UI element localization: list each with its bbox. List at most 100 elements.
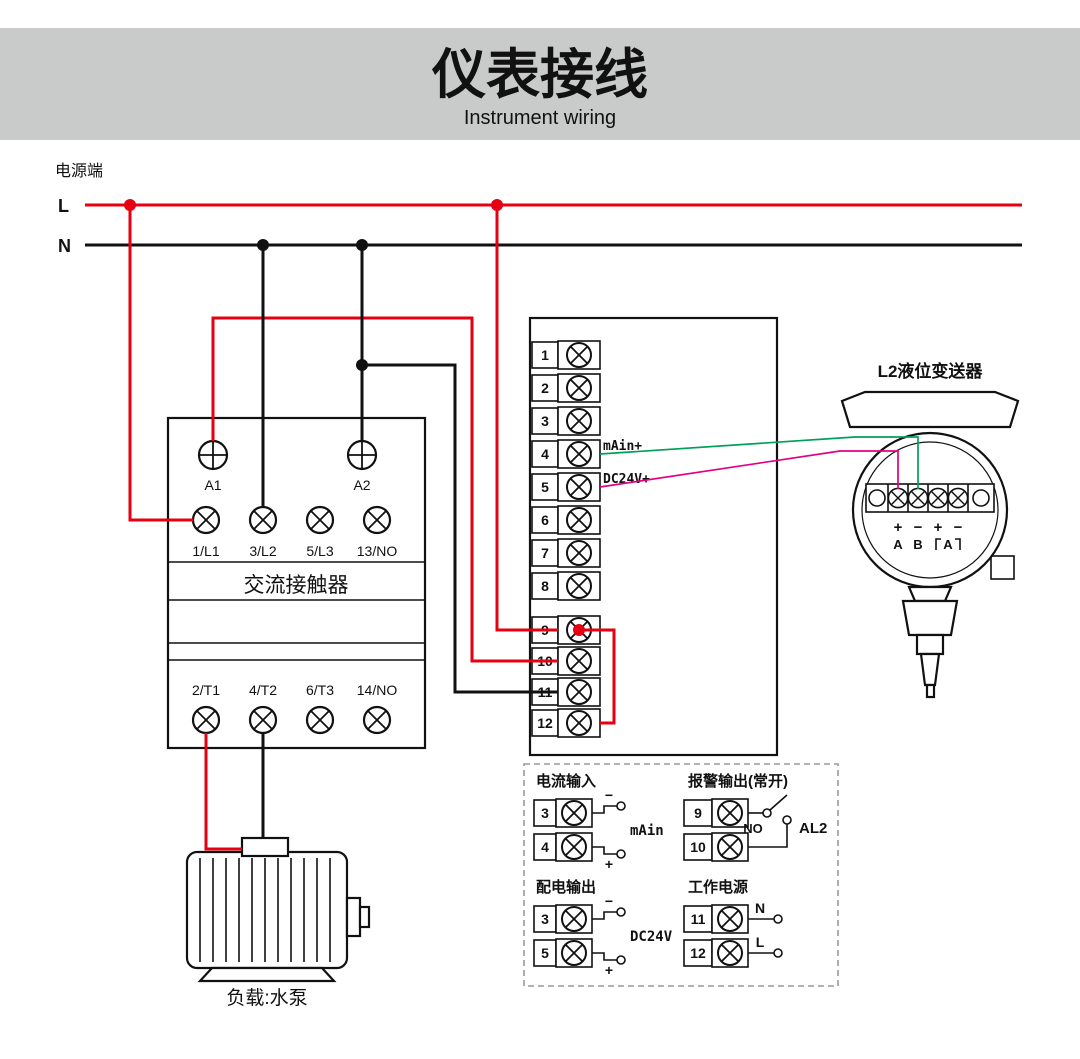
- junction-dot: [124, 199, 136, 211]
- sign-minus: −: [605, 787, 613, 803]
- output-terminal-label: 6/T3: [306, 682, 334, 698]
- legend-wire: [592, 952, 617, 961]
- transmitter-title: L2液位变送器: [878, 361, 984, 381]
- pin-label-l: L: [756, 934, 765, 950]
- terminal-row: 12: [531, 708, 601, 738]
- screw-terminal-icon: [561, 940, 587, 966]
- terminal-row: 2: [531, 373, 601, 403]
- input-terminal-label: 13/NO: [357, 543, 398, 559]
- polarity-sign: +: [894, 519, 903, 536]
- polarity-sign: −: [954, 519, 963, 536]
- screw-terminal-icon: [907, 487, 929, 509]
- junction-dot: [356, 359, 368, 371]
- screw-terminal-icon: [887, 487, 909, 509]
- level-transmitter: L2液位变送器 + − + − A B A: [840, 361, 1020, 699]
- terminal-hole-icon: [868, 489, 886, 507]
- page-subtitle: Instrument wiring: [464, 107, 616, 129]
- transmitter-hex-fitting: [901, 599, 959, 637]
- junction-dots: [124, 199, 585, 636]
- transmitter-cap: [840, 390, 1020, 429]
- output-terminal-label: 2/T1: [192, 682, 220, 698]
- screw-terminal-icon: [566, 648, 592, 674]
- terminal-number: 4: [541, 446, 549, 462]
- polarity-sign: +: [934, 519, 943, 536]
- screw-terminal-icon: [191, 505, 221, 535]
- pin-label-a: A: [893, 537, 903, 552]
- live-line-label: L: [58, 196, 69, 216]
- screw-terminal-icon: [362, 505, 392, 535]
- live-wire-to-contactor: [128, 205, 193, 522]
- transmitter-housing-inner: [861, 441, 999, 579]
- header-banner: 仪表接线 Instrument wiring: [0, 28, 1080, 140]
- contactor-name: 交流接触器: [244, 573, 349, 597]
- live-wire-to-terminal9: [495, 205, 558, 632]
- screw-terminal-icon: [566, 540, 592, 566]
- screw-terminal-icon: [248, 505, 278, 535]
- legend-panel: 电流输入 3 4 − + mAin 报警输出(常开) 9 10: [523, 763, 839, 987]
- motor-body: [185, 850, 349, 970]
- terminal4-signal-label: mAin+: [603, 439, 642, 454]
- junction-dot: [573, 624, 585, 636]
- legend-current-input: 电流输入 3 4 − + mAin: [533, 772, 664, 872]
- signal-name: mAin: [630, 823, 664, 839]
- screw-terminal-icon: [717, 940, 743, 966]
- terminal-number: 6: [541, 512, 549, 528]
- contactor-body: [166, 416, 427, 750]
- terminal-strip: 1 2 3 4 5 6: [528, 316, 779, 757]
- live-wire-to-motor: [204, 733, 242, 851]
- legend-border: [523, 763, 839, 987]
- motor-terminal-box: [240, 836, 290, 858]
- motor-fins: [199, 858, 331, 962]
- terminal-row: 3: [531, 406, 601, 436]
- wire-node-icon: [782, 815, 792, 825]
- legend-alarm-output: 报警输出(常开) 9 10 NO AL2: [683, 772, 827, 862]
- legend-power-output: 配电输出 3 5 − + DC24V: [533, 878, 673, 978]
- screw-terminal-icon: [566, 441, 592, 467]
- terminal-number: 4: [541, 839, 549, 855]
- terminal-number: 1: [541, 347, 549, 363]
- screw-terminal-icon: [561, 834, 587, 860]
- coil-terminal-a2-icon: [346, 439, 378, 471]
- terminal5-signal-label: DC24V+: [603, 472, 650, 487]
- terminal-row: 8: [531, 571, 601, 601]
- motor-label: 负载:水泵: [226, 987, 307, 1009]
- switch-blade: [769, 794, 788, 811]
- wire-node-icon: [616, 955, 626, 965]
- terminal-number: 3: [541, 911, 549, 927]
- screw-terminal-icon: [717, 834, 743, 860]
- signal-wire-dc24v-plus: [599, 450, 899, 489]
- coil-terminal-a1-label: A1: [204, 477, 221, 493]
- junction-dot: [491, 199, 503, 211]
- terminal-hole-icon: [972, 489, 990, 507]
- screw-terminal-icon: [362, 705, 392, 735]
- terminal-row: 6: [531, 505, 601, 535]
- coil-terminal-a1-icon: [197, 439, 229, 471]
- screw-terminal-icon: [566, 507, 592, 533]
- input-terminal-label: 5/L3: [306, 543, 333, 559]
- power-section-label: 电源端: [55, 162, 103, 180]
- screw-terminal-icon: [717, 906, 743, 932]
- screw-terminal-icon: [566, 710, 592, 736]
- terminal-number: 8: [541, 578, 549, 594]
- input-terminal-label: 3/L2: [249, 543, 276, 559]
- terminal-number: 2: [541, 380, 549, 396]
- wire-node-icon: [762, 808, 772, 818]
- neutral-wire-to-terminal11: [362, 363, 558, 694]
- transmitter-collar: [915, 633, 945, 656]
- screw-terminal-icon: [566, 679, 592, 705]
- motor-base: [197, 966, 337, 983]
- legend-wire: [592, 805, 617, 814]
- screw-terminal-icon: [561, 906, 587, 932]
- signal-wire-main-plus: [599, 436, 919, 489]
- coil-terminal-a2-label: A2: [353, 477, 370, 493]
- screw-terminal-icon: [566, 342, 592, 368]
- wire-node-icon: [616, 801, 626, 811]
- live-wire-coil-to-terminal10: [211, 316, 558, 663]
- transmitter-neck: [907, 585, 953, 603]
- contactor-section-lines: [168, 561, 425, 661]
- contactor: A1 A2 1/L1 3/L2 5/L3 13/NO 交流接触器 2/T1 4/…: [166, 416, 427, 750]
- power-rails: 电源端 L N: [55, 162, 1022, 256]
- wire-node-icon: [773, 948, 783, 958]
- legend-title: 电流输入: [536, 772, 596, 790]
- wire-node-icon: [616, 907, 626, 917]
